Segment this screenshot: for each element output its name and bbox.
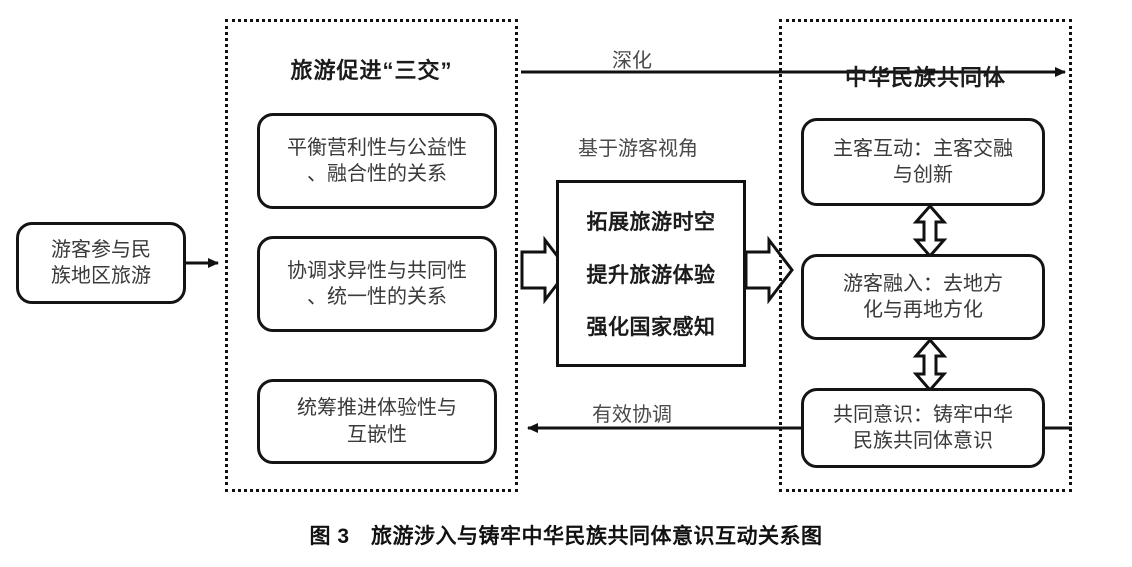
bottom-arrow-label: 有效协调 <box>592 404 672 426</box>
right-panel-box-1-line2: 与创新 <box>893 164 953 186</box>
left-panel-title: 旅游促进“三交” <box>290 58 453 83</box>
center-box-line3: 强化国家感知 <box>586 316 716 340</box>
right-panel-box-3: 共同意识：铸牢中华 民族共同体意识 <box>801 388 1045 468</box>
center-caption-label: 基于游客视角 <box>578 138 698 160</box>
right-panel-box-2-line1: 游客融入：去地方 <box>843 272 1003 295</box>
center-box-line1: 拓展旅游时空 <box>586 210 716 234</box>
top-arrow-label: 深化 <box>612 50 652 72</box>
center-box: 拓展旅游时空 提升旅游体验 强化国家感知 <box>556 180 746 367</box>
left-panel-box-3-line2: 互嵌性 <box>347 423 407 446</box>
entry-box-line1: 游客参与民 <box>51 238 151 261</box>
right-panel: 中华民族共同体 <box>779 19 1072 492</box>
left-panel-box-3: 统筹推进体验性与 互嵌性 <box>257 379 497 464</box>
left-panel-box-3-line1: 统筹推进体验性与 <box>297 397 457 420</box>
left-panel-box-1-line1: 平衡营利性与公益性 <box>287 136 467 159</box>
left-panel-box-1: 平衡营利性与公益性 、融合性的关系 <box>257 113 497 209</box>
left-panel-box-2-line2: 、统一性的关系 <box>307 286 447 308</box>
figure-caption: 图 3 旅游涉入与铸牢中华民族共同体意识互动关系图 <box>309 525 823 548</box>
left-panel-box-1-line2: 、融合性的关系 <box>307 163 447 185</box>
entry-box-line2: 族地区旅游 <box>51 265 151 287</box>
left-panel-box-2: 协调求异性与共同性 、统一性的关系 <box>257 236 497 332</box>
right-panel-box-1: 主客互动：主客交融 与创新 <box>801 118 1045 206</box>
right-panel-box-3-line2: 民族共同体意识 <box>853 430 993 452</box>
right-panel-box-2-line2: 化与再地方化 <box>863 299 983 321</box>
entry-box: 游客参与民 族地区旅游 <box>16 222 186 304</box>
left-panel: 旅游促进“三交” <box>225 19 518 492</box>
center-box-line2: 提升旅游体验 <box>586 263 716 287</box>
right-panel-box-2: 游客融入：去地方 化与再地方化 <box>801 254 1045 340</box>
right-panel-box-3-line1: 共同意识：铸牢中华 <box>833 403 1013 426</box>
right-panel-title: 中华民族共同体 <box>844 65 1006 90</box>
right-panel-box-1-line1: 主客互动：主客交融 <box>833 137 1013 160</box>
left-panel-box-2-line1: 协调求异性与共同性 <box>287 259 467 282</box>
